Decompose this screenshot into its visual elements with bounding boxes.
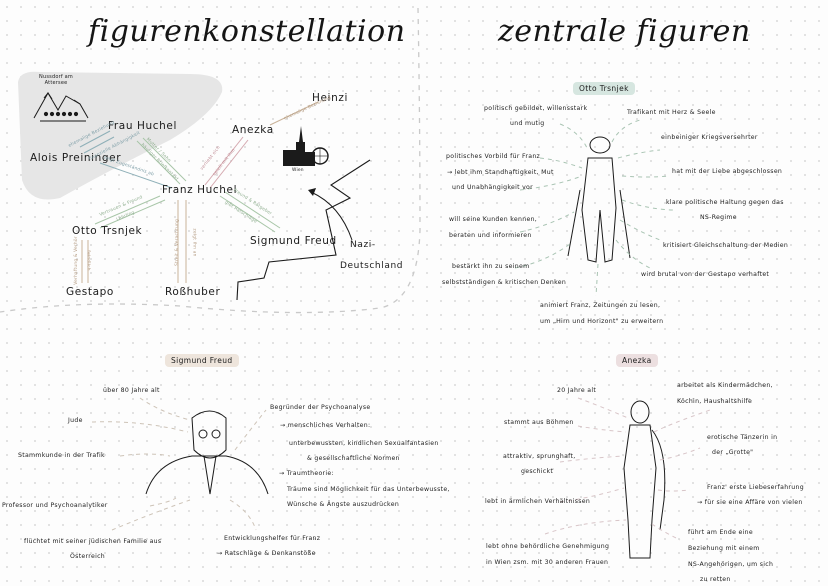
freud-note: Begründer der Psychoanalyse xyxy=(270,404,371,411)
freud-note: unterbewussten, kindlichen Sexualfantasi… xyxy=(289,440,439,447)
freud-note: → Traumtheorie: xyxy=(279,470,334,477)
otto-note: → lebt ihm Standhaftigkeit, Mut xyxy=(447,169,554,176)
anezka-figure-illustration xyxy=(623,400,666,559)
anezka-note: lebt in ärmlichen Verhältnissen xyxy=(485,498,591,505)
otto-note: wird brutal von der Gestapo verhaftet xyxy=(641,271,770,278)
deutschland-label: Deutschland xyxy=(340,261,404,271)
otto-note: um „Hirn und Horizont" zu erweitern xyxy=(540,318,664,325)
freud-note: Wünsche & Ängste auszudrücken xyxy=(287,501,400,508)
relation-franz-rosshuber: Streit & Verachtung xyxy=(175,218,181,267)
otto-note: bestärkt ihn zu seinem xyxy=(452,263,530,270)
anezka-note: zu retten xyxy=(700,576,731,583)
freud-note: Träume sind Möglichkeit für das Unterbew… xyxy=(287,486,450,493)
anezka-note: der „Grotte" xyxy=(712,449,754,456)
freud-note: über 80 Jahre alt xyxy=(103,387,160,394)
anezka-note: führt am Ende eine xyxy=(688,529,753,536)
freud-portrait-illustration xyxy=(145,410,269,495)
anezka-note: → für sie eine Affäre von vielen xyxy=(697,499,803,506)
freud-note: Entwicklungshelfer für Franz xyxy=(224,535,321,542)
otto-note: animiert Franz, Zeitungen zu lesen, xyxy=(540,302,661,309)
otto-note: Trafikant mit Herz & Seele xyxy=(627,109,716,116)
otto-note: will seine Kunden kennen, xyxy=(449,216,538,223)
node-otto-trsnjek: Otto Trsnjek xyxy=(72,225,143,237)
otto-figure-illustration xyxy=(567,136,631,263)
nazi-label: Nazi- xyxy=(350,240,376,250)
anezka-note: Köchin, Haushaltshilfe xyxy=(677,398,753,405)
freud-badge: Sigmund Freud xyxy=(165,354,239,367)
mountains-icon xyxy=(33,91,89,122)
anezka-note: erotische Tänzerin in xyxy=(707,434,778,441)
anezka-badge: Anezka xyxy=(616,354,658,367)
anezka-note: stammt aus Böhmen xyxy=(504,419,574,426)
otto-note: politisch gebildet, willensstark xyxy=(484,105,588,112)
node-gestapo: Gestapo xyxy=(66,286,114,298)
otto-badge: Otto Trsnjek xyxy=(573,82,635,95)
anezka-note: attraktiv, sprunghaft, xyxy=(503,453,576,460)
anezka-note: 20 Jahre alt xyxy=(557,387,597,394)
freud-note: → menschliches Verhalten: xyxy=(280,422,371,429)
anezka-note: NS-Angehörigen, um sich xyxy=(688,561,774,568)
freud-note: Österreich xyxy=(70,553,106,560)
otto-note: selbstständigen & kritischen Denken xyxy=(442,279,567,286)
anezka-note: in Wien zsm. mit 30 anderen Frauen xyxy=(486,559,609,566)
otto-note: einbeiniger Kriegsversehrter xyxy=(661,134,758,141)
node-frau-huchel: Frau Huchel xyxy=(108,120,177,132)
border-arrow xyxy=(310,191,353,241)
otto-note: und Unabhängigkeit vor xyxy=(452,184,533,191)
austria-region xyxy=(18,71,223,200)
freud-note: Stammkunde in der Trafik xyxy=(18,452,105,459)
otto-note: politisches Vorbild für Franz xyxy=(446,153,541,160)
anezka-note: lebt ohne behördliche Genehmigung xyxy=(486,543,610,550)
freud-note: Professor und Psychoanalytiker xyxy=(2,502,108,509)
relation-gestapo-otto: feindlich xyxy=(85,250,91,271)
anezka-note: arbeitet als Kindermädchen, xyxy=(677,382,773,389)
node-heinzi: Heinzi xyxy=(312,92,348,104)
otto-note: NS-Regime xyxy=(700,214,737,221)
vertical-divider xyxy=(0,7,421,314)
otto-note: hat mit der Liebe abgeschlossen xyxy=(672,168,783,175)
otto-note: kritisiert Gleichschaltung der Medien xyxy=(663,242,789,249)
node-alois-preininger: Alois Preininger xyxy=(30,152,122,164)
freud-note: → Ratschläge & Denkanstöße xyxy=(217,550,316,557)
otto-note: klare politische Haltung gegen das xyxy=(666,199,784,206)
freud-note: flüchtet mit seiner jüdischen Familie au… xyxy=(24,538,162,545)
anezka-note: Franz' erste Liebeserfahrung xyxy=(707,484,804,491)
freud-note: & gesellschaftliche Normen xyxy=(307,455,400,462)
node-sigmund-freud: Sigmund Freud xyxy=(250,235,337,247)
anezka-note: geschickt xyxy=(521,468,554,475)
otto-note: und mutig xyxy=(510,120,545,127)
relation-rosshuber-franz: zeigt ihn an xyxy=(191,228,197,257)
anezka-note: Beziehung mit einem xyxy=(688,545,760,552)
wien-label: Wien xyxy=(292,168,304,173)
node-anezka: Anezka xyxy=(232,124,274,136)
vienna-cathedral-icon xyxy=(283,126,329,166)
node-rosshuber: Roßhuber xyxy=(165,286,221,298)
figurenkonstellation-title: figurenkonstellation xyxy=(88,14,406,49)
border-line xyxy=(236,159,371,301)
relation-otto-gestapo: Verhaftung & Verhör xyxy=(73,236,79,285)
freud-note: Jude xyxy=(68,417,83,424)
node-franz-huchel: Franz Huchel xyxy=(162,184,238,196)
zentrale-figuren-title: zentrale figuren xyxy=(498,14,751,49)
nussdorf-label: Nussdorf am Attersee xyxy=(39,74,73,86)
otto-note: beraten und informieren xyxy=(449,232,532,239)
